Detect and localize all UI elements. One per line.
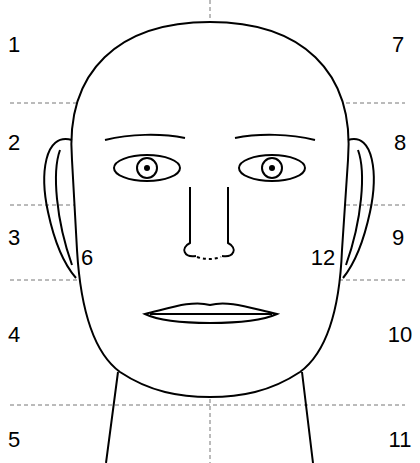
left-pupil [144, 165, 150, 171]
callout-number: 8 [394, 132, 406, 154]
callout-number: 7 [392, 34, 404, 56]
callout-number: 1 [8, 34, 20, 56]
right-iris [262, 158, 282, 178]
callout-number: 4 [8, 324, 20, 346]
callout-number: 3 [8, 227, 20, 249]
callout-number: 9 [392, 227, 404, 249]
head-outline [71, 22, 348, 397]
right-pupil [269, 165, 275, 171]
callout-number: 10 [388, 324, 412, 346]
left-iris [137, 158, 157, 178]
mouth [145, 303, 277, 323]
nose [184, 187, 233, 256]
right-ear [343, 139, 374, 278]
eyebrows [105, 135, 315, 140]
callout-number: 12 [311, 247, 335, 269]
grid-lines [10, 0, 405, 463]
callout-number: 6 [81, 247, 93, 269]
left-eye [114, 155, 180, 181]
callout-number: 5 [8, 429, 20, 451]
callout-number: 2 [8, 132, 20, 154]
left-ear [44, 139, 76, 278]
callout-number: 11 [389, 429, 412, 451]
right-eye [239, 155, 305, 181]
nose-base [197, 257, 221, 259]
